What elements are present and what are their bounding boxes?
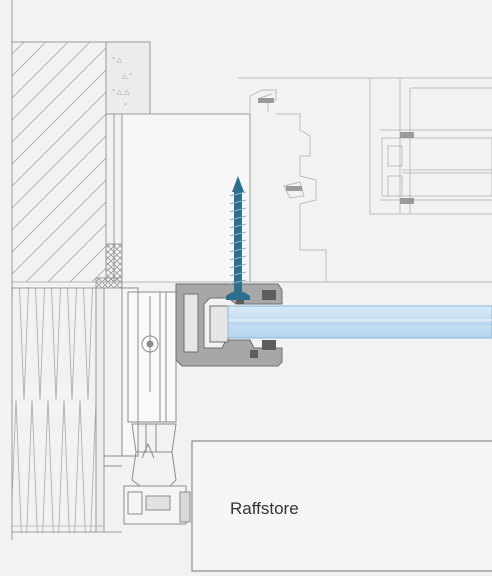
- window-seals: [258, 98, 414, 204]
- guide-rail: [104, 287, 191, 525]
- svg-text:°: °: [124, 102, 127, 110]
- window-frame: [238, 77, 492, 282]
- lintel: [121, 113, 251, 283]
- glass-pane: [227, 305, 492, 339]
- wall-layers: [95, 114, 123, 289]
- raffstore-box: [191, 440, 492, 572]
- svg-text:△ °: △ °: [122, 72, 132, 80]
- raffstore-label: Raffstore: [230, 499, 299, 518]
- svg-text:° △: ° △: [112, 56, 123, 64]
- insulation: [11, 287, 122, 533]
- svg-text:° △ △: ° △ △: [112, 88, 130, 96]
- screw-icon: [226, 176, 250, 300]
